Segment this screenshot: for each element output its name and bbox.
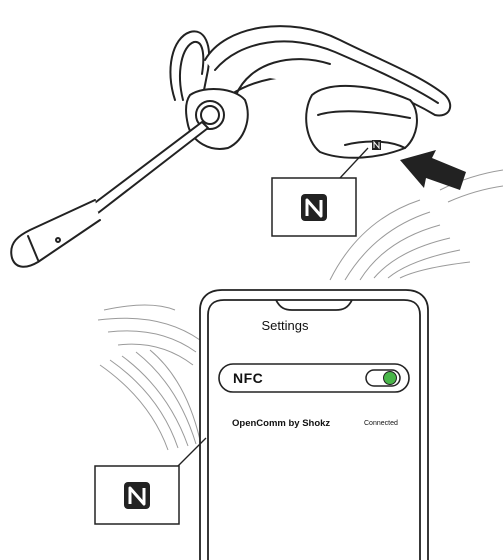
headset-icon xyxy=(10,25,452,268)
phone-nfc-waves-icon xyxy=(97,304,201,451)
paired-device-status: Connected xyxy=(364,420,398,427)
nfc-logo-callout xyxy=(271,177,357,237)
earpiece-nfc-mark-icon xyxy=(372,140,381,150)
nfc-setting-label: NFC xyxy=(233,370,264,386)
nfc-n-logo-icon xyxy=(124,482,150,509)
phone-nfc-logo-callout xyxy=(94,465,180,525)
nfc-n-logo-icon xyxy=(301,194,327,221)
nfc-setting-row[interactable] xyxy=(218,363,410,393)
phone-body xyxy=(199,289,429,560)
nfc-toggle[interactable] xyxy=(365,369,401,387)
paired-device-name[interactable]: OpenComm by Shokz xyxy=(232,418,331,429)
tap-arrow-icon xyxy=(400,150,466,190)
screen-title: Settings xyxy=(261,318,309,333)
headset-nfc-waves-icon xyxy=(329,169,503,281)
callout-pointer xyxy=(339,147,369,179)
phone-callout-pointer xyxy=(177,437,207,467)
